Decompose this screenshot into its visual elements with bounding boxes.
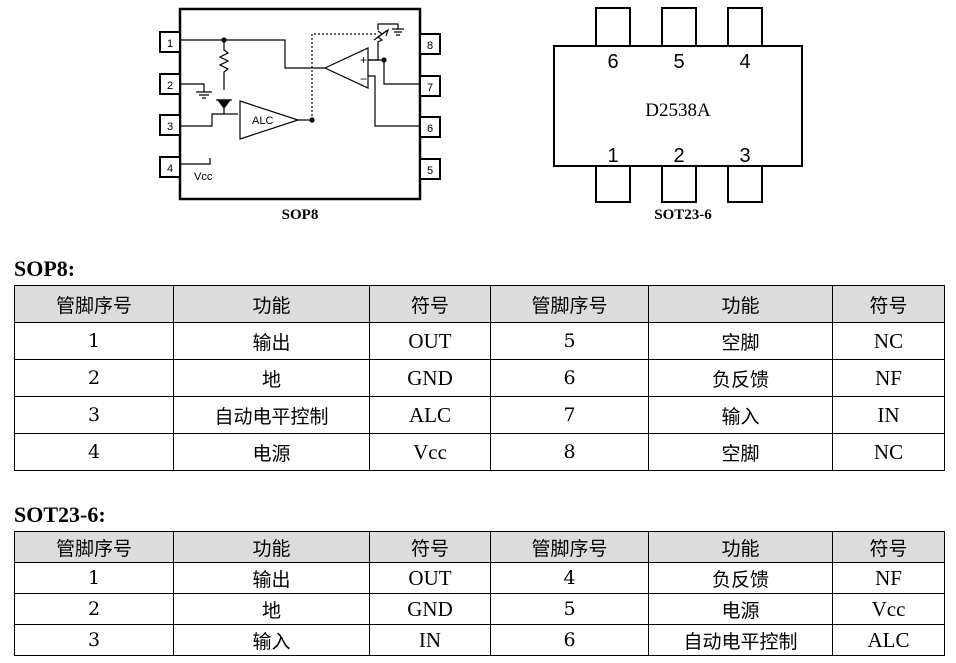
table-cell: 4 — [14, 433, 174, 471]
sot-pin-1-label: 1 — [607, 145, 618, 167]
table-cell: 输出 — [173, 562, 370, 594]
table-cell: 4 — [490, 562, 649, 594]
header-symbol: 符号 — [369, 285, 491, 323]
sop8-schematic: 1 2 3 4 8 7 6 5 — [159, 7, 441, 201]
sot23-package-diagram: 6 5 4 D2538A 1 2 3 — [553, 7, 803, 203]
sop8-pin-table: 管脚序号 功能 符号 管脚序号 功能 符号 1 输出 OUT 5 空脚 NC 2… — [14, 285, 945, 471]
header-pin-number: 管脚序号 — [490, 531, 649, 563]
table-cell: 地 — [173, 359, 370, 397]
header-symbol: 符号 — [832, 531, 945, 563]
table-cell: 自动电平控制 — [173, 396, 370, 434]
header-pin-number: 管脚序号 — [490, 285, 649, 323]
table-cell: 1 — [14, 562, 174, 594]
table-row: 3 自动电平控制 ALC 7 输入 IN — [14, 396, 945, 434]
table-cell: 6 — [490, 624, 649, 656]
table-cell: ALC — [369, 396, 491, 434]
table-cell: 2 — [14, 359, 174, 397]
table-cell: ALC — [832, 624, 945, 656]
svg-text:4: 4 — [167, 163, 173, 175]
table-cell: 1 — [14, 322, 174, 360]
table-cell: NC — [832, 322, 945, 360]
opamp-minus-sign: − — [360, 72, 367, 86]
table-cell: 8 — [490, 433, 649, 471]
table-row: 4 电源 Vcc 8 空脚 NC — [14, 433, 945, 471]
sot23-table-heading: SOT23-6: — [14, 502, 106, 527]
sot-pin-5-label: 5 — [673, 51, 684, 73]
svg-text:8: 8 — [427, 40, 433, 52]
header-symbol: 符号 — [832, 285, 945, 323]
header-pin-number: 管脚序号 — [14, 531, 174, 563]
table-cell: 空脚 — [648, 433, 833, 471]
table-cell: NC — [832, 433, 945, 471]
sop8-pin-6: 6 — [419, 116, 441, 138]
table-row: 1 输出 OUT 5 空脚 NC — [14, 322, 945, 360]
table-cell: 5 — [490, 322, 649, 360]
table-cell: OUT — [369, 562, 491, 594]
table-header-row: 管脚序号 功能 符号 管脚序号 功能 符号 — [14, 531, 945, 563]
table-row: 2 地 GND 6 负反馈 NF — [14, 359, 945, 397]
sop8-wiring — [180, 23, 420, 165]
table-cell: 7 — [490, 396, 649, 434]
table-cell: IN — [369, 624, 491, 656]
sop8-pin-3: 3 — [159, 114, 181, 136]
table-row: 2 地 GND 5 电源 Vcc — [14, 593, 945, 625]
table-cell: 电源 — [173, 433, 370, 471]
table-cell: 3 — [14, 624, 174, 656]
table-cell: 电源 — [648, 593, 833, 625]
table-cell: 3 — [14, 396, 174, 434]
table-cell: 负反馈 — [648, 359, 833, 397]
svg-text:1: 1 — [167, 38, 173, 50]
svg-text:7: 7 — [427, 82, 433, 94]
table-header-row: 管脚序号 功能 符号 管脚序号 功能 符号 — [14, 285, 945, 323]
table-row: 1 输出 OUT 4 负反馈 NF — [14, 562, 945, 594]
table-cell: 输入 — [173, 624, 370, 656]
table-cell: IN — [832, 396, 945, 434]
opamp-plus-sign: + — [360, 53, 367, 67]
alc-block-label: ALC — [252, 115, 273, 127]
table-cell: 输出 — [173, 322, 370, 360]
table-cell: 地 — [173, 593, 370, 625]
sop8-pin-7: 7 — [419, 75, 441, 97]
header-function: 功能 — [648, 285, 833, 323]
header-function: 功能 — [648, 531, 833, 563]
sop8-pin-5: 5 — [419, 158, 441, 180]
svg-text:3: 3 — [167, 121, 173, 133]
header-symbol: 符号 — [369, 531, 491, 563]
table-cell: GND — [369, 593, 491, 625]
table-cell: 负反馈 — [648, 562, 833, 594]
svg-text:6: 6 — [427, 123, 433, 135]
vcc-label: Vcc — [194, 171, 213, 183]
table-cell: OUT — [369, 322, 491, 360]
header-pin-number: 管脚序号 — [14, 285, 174, 323]
sot-pin-6-label: 6 — [607, 51, 618, 73]
svg-text:5: 5 — [427, 165, 433, 177]
chip-label: D2538A — [645, 100, 711, 121]
table-cell: 输入 — [648, 396, 833, 434]
sot-pin-2-label: 2 — [673, 145, 684, 167]
sop8-pin-1: 1 — [159, 31, 181, 53]
svg-text:2: 2 — [167, 80, 173, 92]
table-row: 3 输入 IN 6 自动电平控制 ALC — [14, 624, 945, 656]
header-function: 功能 — [173, 285, 370, 323]
table-cell: GND — [369, 359, 491, 397]
sop8-table-heading: SOP8: — [14, 256, 76, 281]
sop8-caption: SOP8 — [281, 207, 319, 223]
table-cell: 自动电平控制 — [648, 624, 833, 656]
table-cell: NF — [832, 562, 945, 594]
table-cell: Vcc — [832, 593, 945, 625]
sop8-pin-8: 8 — [419, 33, 441, 55]
table-cell: Vcc — [369, 433, 491, 471]
sot23-caption: SOT23-6 — [654, 207, 712, 223]
sot-pin-4-label: 4 — [739, 51, 750, 73]
sop8-pin-2: 2 — [159, 73, 181, 95]
sot23-pin-table: 管脚序号 功能 符号 管脚序号 功能 符号 1 输出 OUT 4 负反馈 NF … — [14, 531, 945, 656]
table-cell: 5 — [490, 593, 649, 625]
table-cell: 空脚 — [648, 322, 833, 360]
sop8-pin-4: 4 — [159, 156, 181, 178]
header-function: 功能 — [173, 531, 370, 563]
table-cell: 2 — [14, 593, 174, 625]
table-cell: 6 — [490, 359, 649, 397]
sot-pin-3-label: 3 — [739, 145, 750, 167]
table-cell: NF — [832, 359, 945, 397]
